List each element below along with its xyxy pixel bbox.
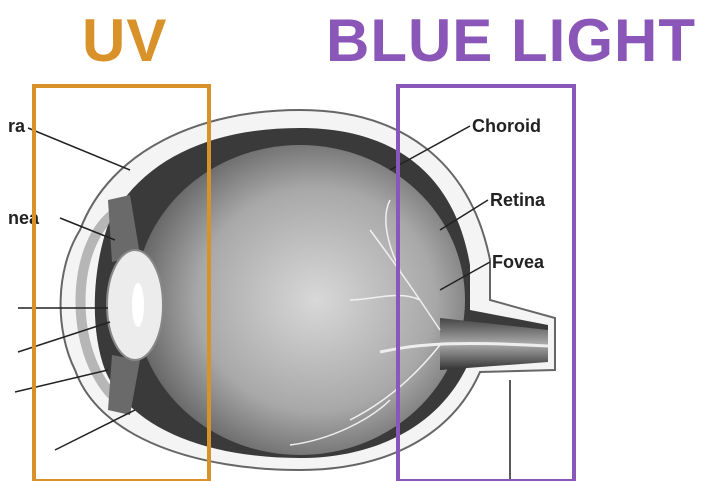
choroid-label: Choroid bbox=[472, 116, 541, 136]
blue-light-heading: BLUE LIGHT bbox=[326, 6, 696, 76]
vitreous-body bbox=[135, 145, 465, 455]
uv-heading: UV bbox=[82, 6, 167, 76]
retina-label: Retina bbox=[490, 190, 546, 210]
lens-highlight bbox=[132, 283, 144, 327]
fovea-label: Fovea bbox=[492, 252, 545, 272]
sclera-label-partial: ra bbox=[8, 116, 26, 136]
